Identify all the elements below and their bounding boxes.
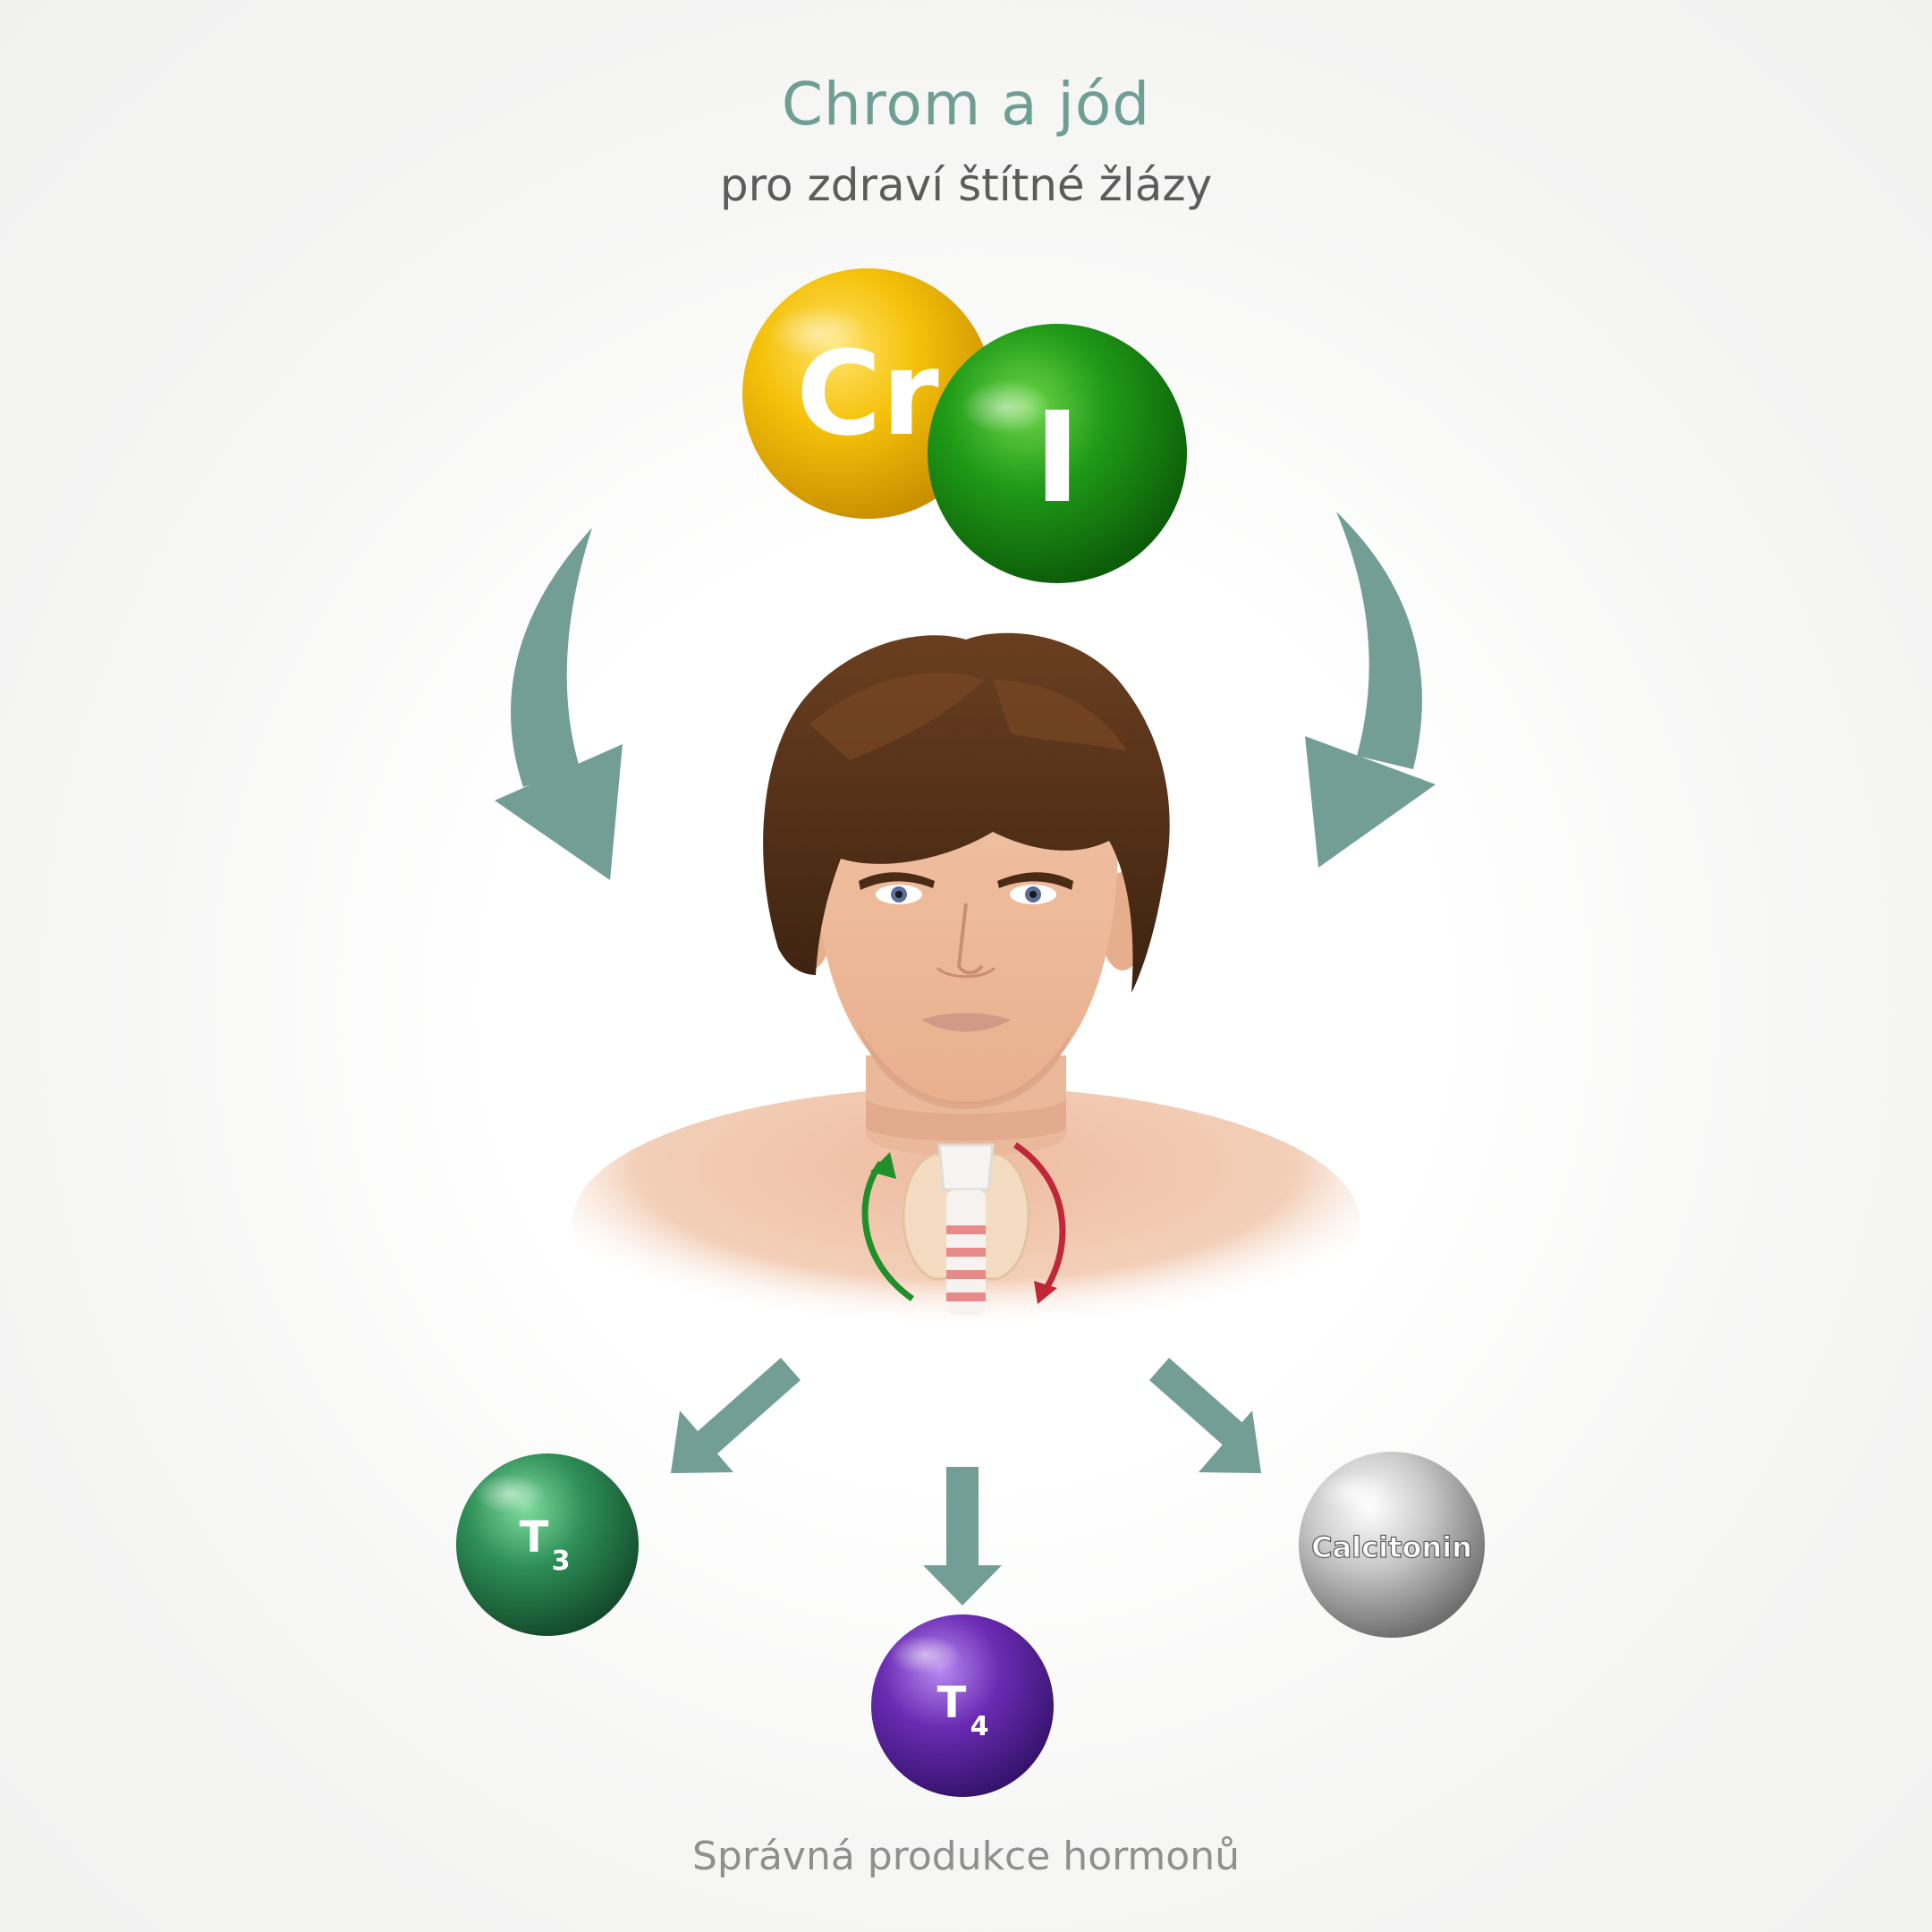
t3-subscript: 3 bbox=[552, 1546, 571, 1577]
t3-sphere-icon: T 3 bbox=[456, 1453, 639, 1636]
right-curved-arrow-icon bbox=[1305, 512, 1436, 868]
arrow-to-calcitonin-icon bbox=[1149, 1358, 1261, 1473]
t4-subscript: 4 bbox=[970, 1711, 989, 1742]
page-subtitle: pro zdraví štítné žlázy bbox=[719, 159, 1213, 211]
cycle-down-arrow-icon bbox=[1013, 1142, 1066, 1304]
footer-caption: Správná produkce hormonů bbox=[692, 1834, 1240, 1879]
calcitonin-label: Calcitonin bbox=[1311, 1530, 1472, 1564]
t4-sphere-icon: T 4 bbox=[871, 1614, 1054, 1797]
arrow-to-t3-icon bbox=[671, 1358, 801, 1473]
iodine-symbol: I bbox=[1034, 386, 1080, 531]
left-curved-arrow-icon bbox=[495, 528, 623, 880]
thyroid-gland-icon bbox=[902, 1143, 1030, 1315]
page-title: Chrom a jód bbox=[781, 70, 1151, 139]
calcitonin-sphere-icon: Calcitonin bbox=[1299, 1452, 1485, 1638]
t4-label: T bbox=[937, 1678, 967, 1728]
iodine-sphere-icon: I bbox=[928, 324, 1187, 583]
chromium-symbol: Cr bbox=[796, 326, 939, 462]
cycle-up-arrow-icon bbox=[861, 1152, 915, 1301]
person-illustration bbox=[572, 632, 1360, 1355]
arrow-to-t4-icon bbox=[923, 1467, 1002, 1606]
t3-label: T bbox=[520, 1513, 549, 1563]
